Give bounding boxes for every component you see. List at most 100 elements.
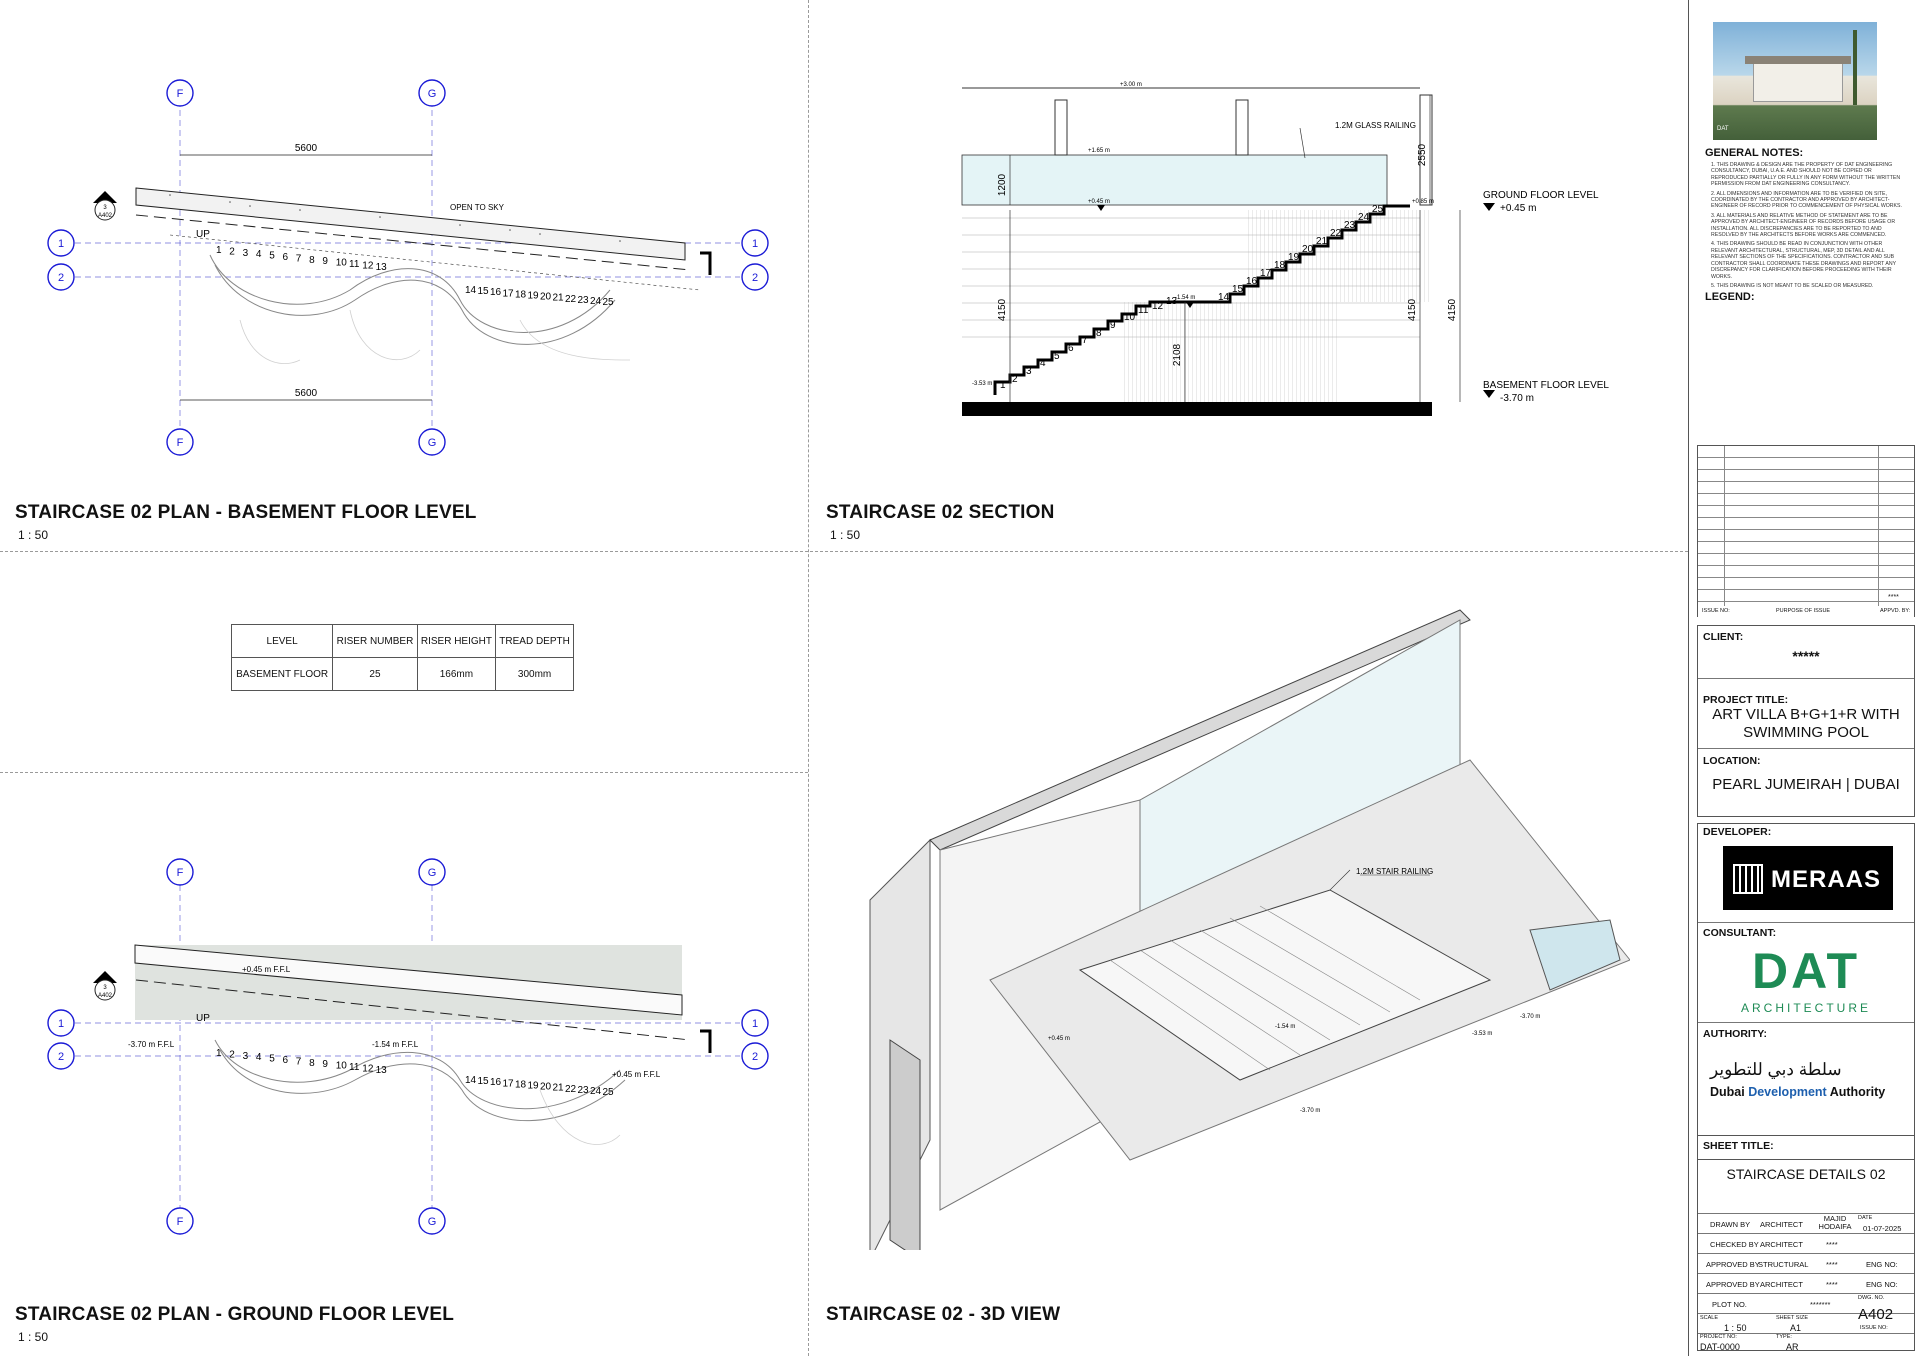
meraas-logo: MERAAS [1723, 846, 1893, 910]
scale-value: 1 : 50 [1724, 1323, 1747, 1333]
riser-number: 22 [565, 294, 577, 305]
divider-horizontal-mid [0, 772, 808, 773]
riser-number: 18 [515, 289, 527, 300]
section-riser-number: 10 [1124, 312, 1136, 323]
3d-railing-label: 1.2M STAIR RAILING [1356, 867, 1433, 876]
riser-number: 12 [362, 1063, 374, 1074]
svg-text:-3.53 m: -3.53 m [1472, 1031, 1492, 1037]
section-riser-number: 23 [1344, 220, 1356, 231]
grid-2-right: 2 [752, 272, 758, 284]
riser-number: 19 [528, 1081, 540, 1092]
grid-g-top: G [428, 88, 437, 100]
riser-number: 23 [578, 295, 590, 306]
svg-text:G: G [428, 1216, 437, 1228]
sheet-box: SHEET TITLE: STAIRCASE DETAILS 02 DRAWN … [1697, 1135, 1915, 1352]
riser-number: 13 [376, 262, 388, 273]
riser-number: 7 [296, 1056, 302, 1067]
riser-number: 10 [336, 1061, 348, 1072]
riser-number: 3 [243, 1051, 249, 1062]
riser-number: 17 [503, 288, 515, 299]
riser-number: 20 [540, 1082, 552, 1093]
title-plan-basement: STAIRCASE 02 PLAN - BASEMENT FLOOR LEVEL [15, 502, 477, 523]
svg-text:A402: A402 [98, 213, 113, 219]
dda-logo-arabic: سلطة دبي للتطوير [1710, 1060, 1842, 1079]
riser-number: 20 [540, 292, 552, 303]
dim-5600-bot: 5600 [295, 388, 318, 399]
riser-number: 6 [283, 252, 289, 263]
svg-text:4150: 4150 [1447, 298, 1458, 321]
riser-number: 15 [478, 286, 490, 297]
grid-g-bot: G [428, 437, 437, 449]
riser-number: 2 [229, 246, 235, 257]
svg-text:-3.53 m: -3.53 m [972, 381, 992, 387]
svg-text:1200: 1200 [997, 173, 1008, 196]
general-notes-title: GENERAL NOTES: [1705, 147, 1804, 159]
riser-number: 11 [349, 259, 360, 270]
section-riser-number: 9 [1110, 320, 1116, 331]
riser-number: 2 [229, 1049, 235, 1060]
divider-horizontal-top [0, 551, 1688, 552]
dat-logo: DAT [1751, 943, 1861, 999]
svg-text:4150: 4150 [1407, 298, 1418, 321]
view-3d-drawing: 1.2M STAIR RAILING +0.45 m -1.54 m -3.70… [869, 609, 1630, 1250]
riser-number: 21 [553, 1083, 565, 1094]
label-up: UP [196, 229, 210, 240]
section-riser-number: 6 [1068, 343, 1074, 354]
riser-number: 17 [503, 1078, 515, 1089]
title-block: DAT GENERAL NOTES: 1. THIS DRAWING & DES… [1688, 0, 1920, 1356]
section-riser-number: 17 [1260, 268, 1272, 279]
riser-number: 21 [553, 293, 565, 304]
section-riser-number: 11 [1138, 305, 1149, 316]
stair-table-cell: 300mm [495, 657, 574, 691]
grid-2-left: 2 [58, 272, 64, 284]
client-box: CLIENT: ***** PROJECT TITLE: ART VILLA B… [1697, 625, 1915, 817]
section-riser-number: 19 [1288, 252, 1300, 263]
date-value: 01-07-2025 [1863, 1224, 1902, 1233]
svg-text:2550: 2550 [1417, 143, 1428, 166]
section-riser-number: 4 [1040, 358, 1046, 369]
stair-table-header: RISER HEIGHT [416, 624, 497, 658]
dda-logo-english: Dubai Development Authority [1710, 1085, 1886, 1099]
section-riser-number: 15 [1232, 284, 1244, 295]
svg-text:F: F [177, 1216, 184, 1228]
svg-text:+0.45 m: +0.45 m [1048, 1036, 1070, 1042]
svg-text:-3.70 m F.F.L: -3.70 m F.F.L [128, 1040, 175, 1049]
svg-text:-3.70 m: -3.70 m [1520, 1014, 1540, 1020]
svg-text:3: 3 [103, 205, 107, 211]
svg-text:-3.70 m: -3.70 m [1300, 1108, 1320, 1114]
title-plan-ground: STAIRCASE 02 PLAN - GROUND FLOOR LEVEL [15, 1304, 454, 1325]
stair-table-cell: BASEMENT FLOOR [230, 657, 334, 691]
riser-number: 18 [515, 1079, 527, 1090]
section-riser-number: 1 [1000, 380, 1006, 391]
riser-number: 22 [565, 1084, 577, 1095]
section-riser-number: 22 [1330, 228, 1342, 239]
scale-section: 1 : 50 [830, 528, 861, 542]
riser-number: 24 [590, 1086, 602, 1097]
stair-table-header: TREAD DEPTH [495, 624, 574, 658]
section-riser-number: 25 [1372, 204, 1384, 215]
svg-text:-1.54 m: -1.54 m [1275, 1024, 1295, 1030]
stair-table-header: RISER NUMBER [332, 624, 418, 658]
riser-number: 6 [283, 1055, 289, 1066]
title-3d-view: STAIRCASE 02 - 3D VIEW [826, 1304, 1061, 1325]
riser-number: 10 [336, 258, 348, 269]
riser-number: 16 [490, 1077, 502, 1088]
riser-number: 23 [578, 1085, 590, 1096]
svg-text:+0.45 m: +0.45 m [1500, 203, 1536, 214]
scale-plan-ground: 1 : 50 [18, 1330, 49, 1344]
riser-number: 3 [243, 248, 249, 259]
scale-plan-basement: 1 : 50 [18, 528, 49, 542]
grid-1-right: 1 [752, 238, 758, 250]
svg-text:1: 1 [58, 1018, 64, 1030]
riser-number: 19 [528, 291, 540, 302]
meraas-logo-icon [1733, 864, 1763, 894]
section-riser-number: 5 [1054, 351, 1060, 362]
riser-number: 9 [322, 1059, 328, 1070]
riser-number: 1 [216, 245, 222, 256]
project-title: ART VILLA B+G+1+R WITH SWIMMING POOL [1712, 706, 1900, 741]
sheet-title: STAIRCASE DETAILS 02 [1726, 1166, 1886, 1182]
photo-caption: DAT [1717, 126, 1729, 132]
riser-number: 12 [362, 260, 374, 271]
grid-1-left: 1 [58, 238, 64, 250]
note-item: 2. ALL DIMENSIONS AND INFORMATION ARE TO… [1711, 190, 1902, 210]
